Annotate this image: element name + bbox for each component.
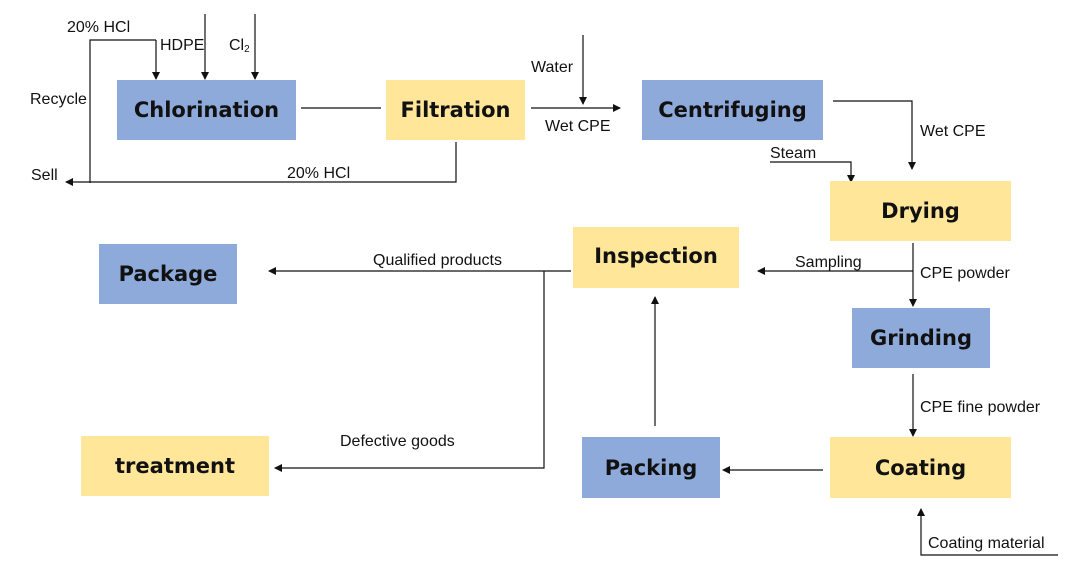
hcl-recycle-line — [89, 39, 156, 183]
coating-box: Coating — [830, 437, 1011, 498]
centrifuging-box: Centrifuging — [642, 80, 823, 140]
centrifuging-label: Centrifuging — [658, 98, 807, 122]
package-label: Package — [118, 262, 218, 286]
cl2-label: Cl2 — [229, 37, 250, 59]
hcl-out-label: 20% HCl — [287, 165, 351, 182]
drying-box: Drying — [830, 181, 1011, 241]
packing-label: Packing — [604, 455, 698, 480]
cl2-base: Cl — [229, 37, 245, 54]
steam-arrow — [770, 161, 855, 183]
chlorination-label: Chlorination — [133, 98, 280, 122]
chlorination-box: Chlorination — [117, 80, 296, 140]
sampling-label: Sampling — [795, 254, 862, 271]
packing-box: Packing — [582, 437, 720, 498]
defective-label: Defective goods — [340, 433, 455, 450]
filtration-label: Filtration — [400, 98, 511, 122]
treatment-box: treatment — [81, 436, 269, 496]
treatment-label: treatment — [115, 454, 235, 478]
defective-arrow — [274, 271, 545, 472]
filtration-box: Filtration — [386, 80, 525, 140]
coating-material-label: Coating material — [928, 535, 1045, 552]
water-label: Water — [531, 59, 574, 76]
grinding-box: Grinding — [852, 308, 990, 368]
package-box: Package — [99, 244, 237, 304]
hcl-out-sell-arrow — [65, 142, 457, 186]
drying-label: Drying — [881, 199, 960, 223]
recycle-label: Recycle — [30, 91, 87, 108]
hcl-in-label: 20% HCl — [67, 19, 131, 36]
coating-label: Coating — [874, 455, 967, 480]
grinding-label: Grinding — [870, 326, 972, 350]
steam-label: Steam — [770, 145, 817, 162]
wet-cpe-label-1: Wet CPE — [545, 118, 611, 135]
coating-material-arrow — [917, 508, 1058, 556]
qualified-label: Qualified products — [373, 252, 502, 269]
cpe-fine-label: CPE fine powder — [920, 399, 1041, 416]
hdpe-label: HDPE — [160, 37, 205, 54]
cl2-subscript: 2 — [244, 44, 250, 55]
centrifuging-drying-arrow — [833, 100, 916, 170]
wet-cpe-label-2: Wet CPE — [920, 123, 986, 140]
cpe-powder-label: CPE powder — [920, 265, 1010, 282]
sell-label: Sell — [31, 167, 58, 184]
inspection-label: Inspection — [594, 243, 718, 268]
inspection-box: Inspection — [573, 227, 739, 288]
